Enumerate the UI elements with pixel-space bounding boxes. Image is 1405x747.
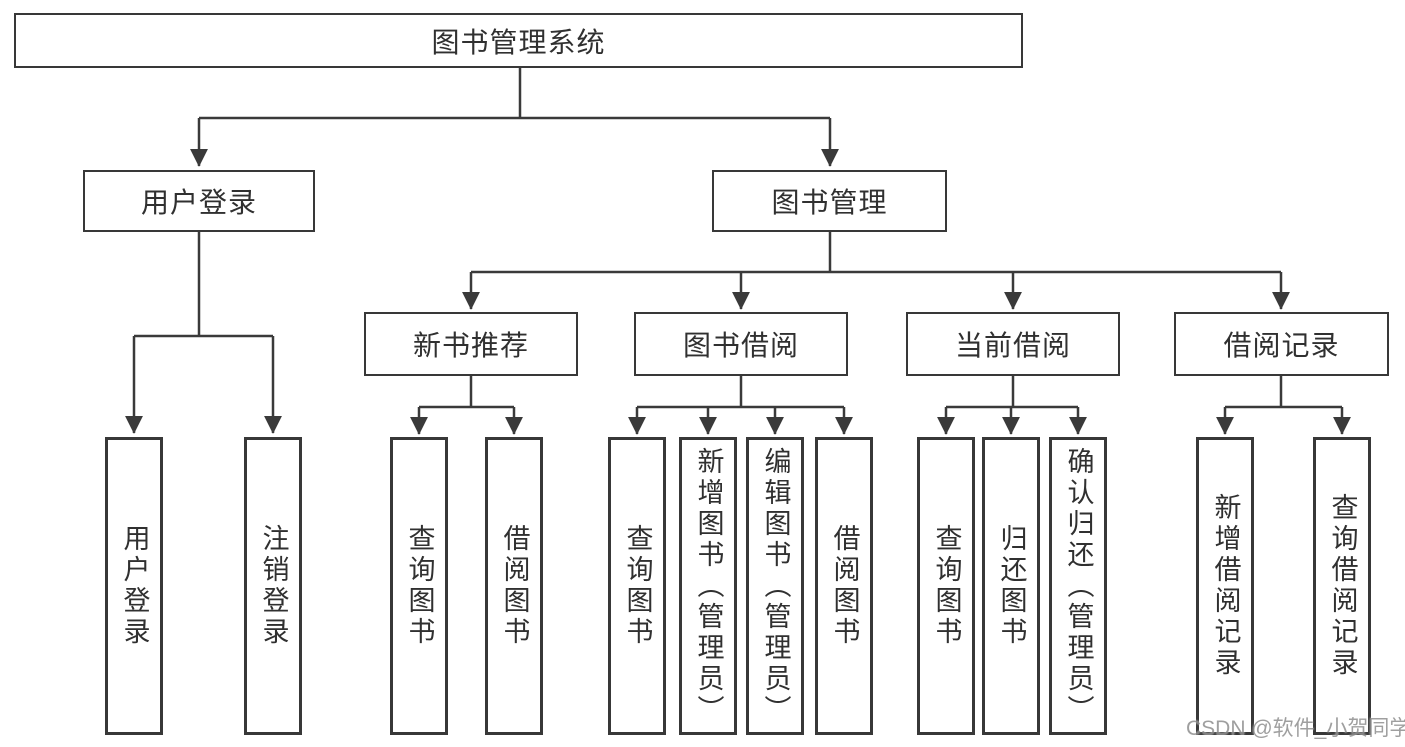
leaf-label: 查询借阅记录 (1327, 493, 1358, 679)
node-current-borrow: 当前借阅 (906, 312, 1120, 376)
leaf-label: 查询图书 (931, 524, 962, 648)
leaf-user-login: 用户登录 (105, 437, 163, 735)
leaf-label: 用户登录 (119, 524, 150, 648)
node-book-borrow: 图书借阅 (634, 312, 848, 376)
leaf-label: 借阅图书 (829, 524, 860, 648)
leaf-return-book: 归还图书 (982, 437, 1040, 735)
leaf-borrow-books: 借阅图书 (815, 437, 873, 735)
leaf-label: 新增借阅记录 (1210, 493, 1241, 679)
node-borrow-records: 借阅记录 (1174, 312, 1389, 376)
leaf-label: 查询图书 (404, 524, 435, 648)
leaf-borrow-books: 借阅图书 (485, 437, 543, 735)
leaf-query-books: 查询图书 (390, 437, 448, 735)
leaf-label: 查询图书 (622, 524, 653, 648)
leaf-add-book-admin: 新增图书（管理员） (679, 437, 737, 735)
node-root: 图书管理系统 (14, 13, 1023, 68)
leaf-logout: 注销登录 (244, 437, 302, 735)
leaf-query-books: 查询图书 (917, 437, 975, 735)
leaf-label: 借阅图书 (499, 524, 530, 648)
node-user-login: 用户登录 (83, 170, 315, 232)
leaf-add-borrow-record: 新增借阅记录 (1196, 437, 1254, 735)
leaf-confirm-return-admin: 确认归还（管理员） (1049, 437, 1107, 735)
leaf-query-books: 查询图书 (608, 437, 666, 735)
leaf-label: 注销登录 (258, 524, 289, 648)
leaf-label: 确认归还（管理员） (1063, 446, 1094, 726)
node-book-management: 图书管理 (712, 170, 947, 232)
leaf-query-borrow-record: 查询借阅记录 (1313, 437, 1371, 735)
leaf-edit-book-admin: 编辑图书（管理员） (746, 437, 804, 735)
node-new-book-recommend: 新书推荐 (364, 312, 578, 376)
leaf-label: 归还图书 (996, 524, 1027, 648)
leaf-label: 编辑图书（管理员） (760, 446, 791, 726)
leaf-label: 新增图书（管理员） (693, 446, 724, 726)
csdn-watermark: CSDN @软件_小贺同学 (1186, 717, 1405, 740)
